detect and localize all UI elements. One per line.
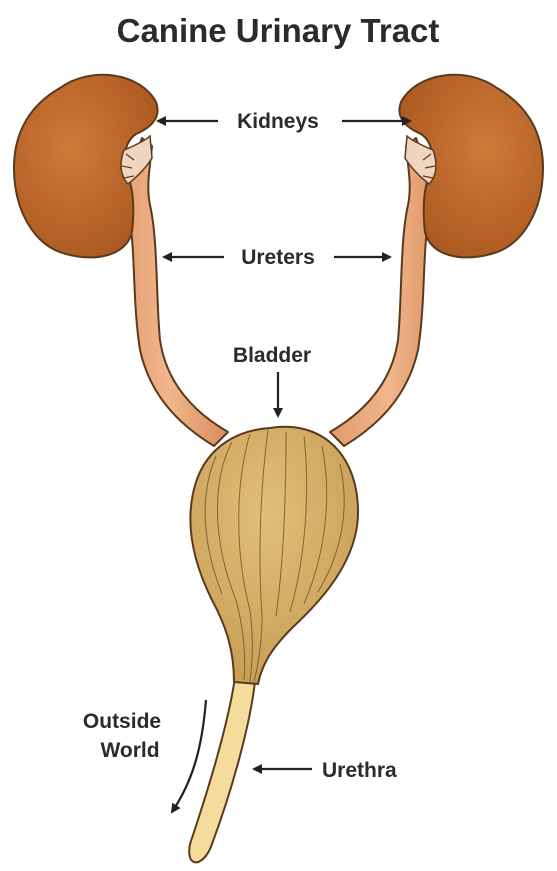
kidneys-label: Kidneys [237,110,319,133]
urethra-label: Urethra [322,759,397,782]
ureters-label: Ureters [241,246,315,269]
outside-label-line1: Outside [83,710,161,733]
urethra-callout: Urethra [254,759,397,782]
bladder [190,427,358,684]
diagram-title: Canine Urinary Tract [117,12,440,49]
bladder-callout: Bladder [233,344,311,416]
ureters-callout: Ureters [164,246,390,269]
outside-world-callout: Outside World [83,700,206,812]
outside-label-line2: World [100,739,159,762]
urethra [189,670,256,862]
kidneys-callout: Kidneys [158,110,410,133]
bladder-label: Bladder [233,344,311,367]
